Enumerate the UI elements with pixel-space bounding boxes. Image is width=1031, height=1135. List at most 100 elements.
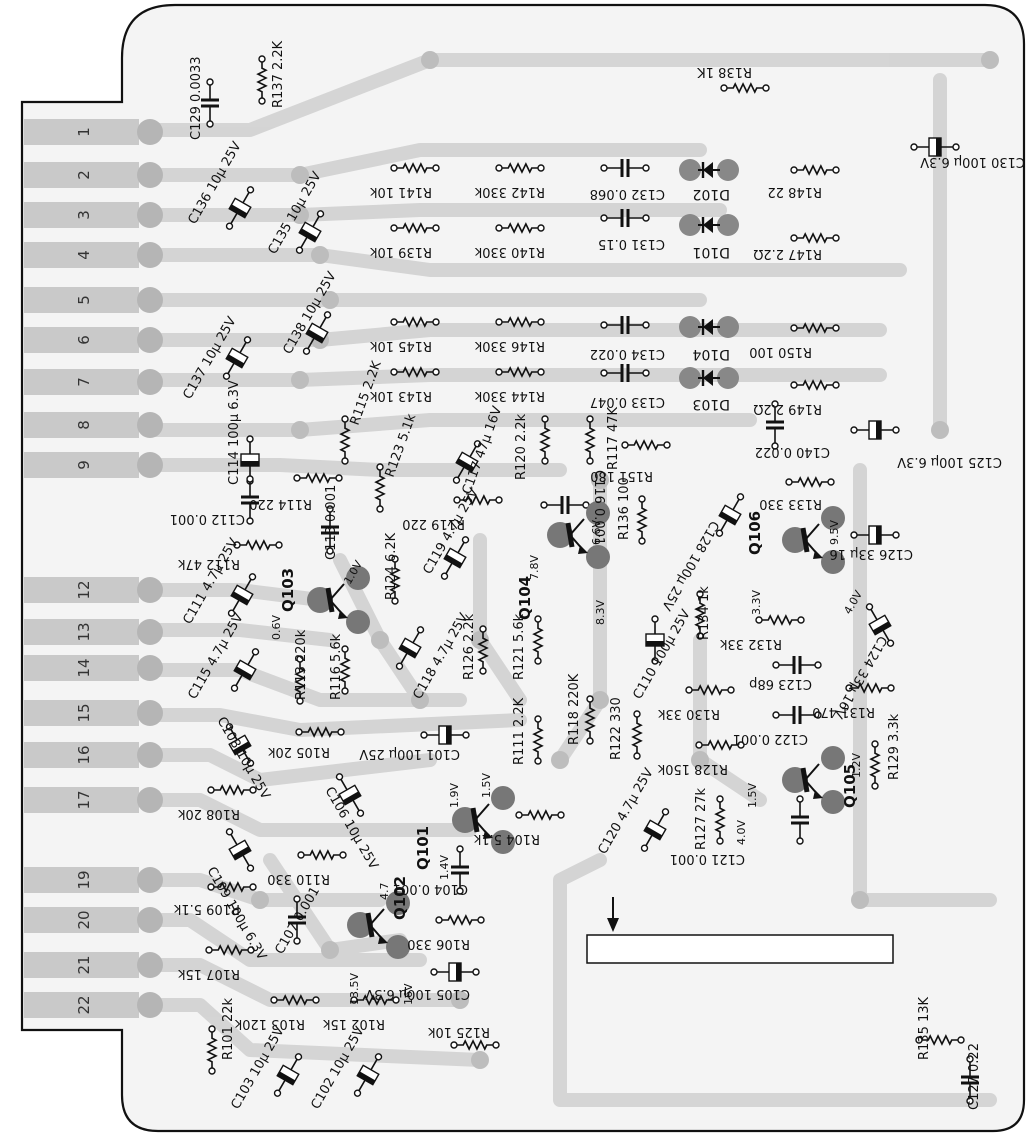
- capacitor-label: C113 0.001: [324, 485, 339, 560]
- capacitor-symbol: [452, 440, 482, 484]
- transistor-label: Q104: [516, 576, 534, 620]
- diode-symbol: [679, 159, 739, 181]
- capacitor-label: C104 0.001: [393, 881, 468, 896]
- resistor-symbol: [495, 316, 545, 328]
- finger-number: 1: [75, 127, 93, 137]
- capacitor-symbol: [295, 210, 325, 254]
- resistor-label: R134 1k: [697, 586, 712, 640]
- capacitor-label: C140 0.022: [755, 444, 830, 459]
- resistor-label: R129 3.3k: [887, 713, 902, 780]
- pad: [311, 246, 329, 264]
- finger: 12: [24, 577, 163, 603]
- resistor-label: R150 100: [749, 344, 812, 359]
- voltage-label: 1.2V: [850, 753, 863, 778]
- resistor-symbol: [685, 684, 735, 696]
- finger: 5: [24, 287, 163, 313]
- resistor-label: R106 330: [407, 936, 470, 951]
- pad: [551, 751, 569, 769]
- diode-label: D102: [692, 186, 730, 202]
- resistor-symbol: [755, 614, 805, 626]
- diode-label: D103: [692, 396, 730, 412]
- resistor-label: R107 15k: [177, 966, 240, 981]
- resistor-label: R121 5.6k: [512, 613, 527, 680]
- voltage-label: 6.6V: [590, 520, 603, 545]
- indicator-arrow: [607, 897, 619, 932]
- finger-number: 5: [75, 295, 93, 305]
- capacitor-symbol: [225, 723, 255, 767]
- capacitor-symbol: [715, 493, 745, 537]
- finger-number: 22: [75, 995, 93, 1014]
- finger-number: 13: [75, 622, 93, 641]
- capacitor-label: C132 0.068: [590, 186, 665, 201]
- resistor-symbol: [790, 322, 840, 334]
- finger: 4: [24, 242, 163, 268]
- resistor-symbol: [790, 164, 840, 176]
- capacitor-symbol: [321, 505, 339, 555]
- resistor-symbol: [790, 232, 840, 244]
- capacitor-symbol: [222, 336, 252, 380]
- resistor-symbol: [390, 162, 440, 174]
- pad: [291, 206, 309, 224]
- resistor-symbol: [390, 316, 440, 328]
- diode-label: D101: [692, 244, 730, 260]
- capacitor-label: C129 0.0033: [189, 56, 204, 140]
- pad: [931, 421, 949, 439]
- capacitor-label: C114 100µ 6.3V: [227, 380, 242, 485]
- pad: [291, 371, 309, 389]
- capacitor-symbol: [225, 186, 255, 230]
- finger-number: 7: [75, 377, 93, 387]
- resistor-symbol: [694, 590, 706, 640]
- pad: [591, 471, 609, 489]
- resistor-label: R114 220: [249, 496, 312, 511]
- resistor-label: R149 2.2Ω: [753, 401, 822, 416]
- resistor-label: R108 20k: [177, 806, 240, 821]
- components: [201, 55, 979, 1105]
- finger: 2: [24, 162, 163, 188]
- resistor-label: R131 470: [812, 704, 875, 719]
- finger: 21: [24, 952, 163, 978]
- voltage-label: 7.8V: [528, 555, 541, 580]
- capacitor-symbol: [230, 648, 260, 692]
- resistor-symbol: [350, 994, 400, 1006]
- resistor-label: R112 47k: [177, 556, 240, 571]
- diode-symbol: [679, 367, 739, 389]
- resistor-symbol: [205, 944, 255, 956]
- capacitor-label: C134 0.022: [590, 346, 665, 361]
- finger-number: 14: [75, 658, 93, 677]
- resistor-symbol: [790, 379, 840, 391]
- resistor-symbol: [293, 472, 343, 484]
- voltage-label: 16V: [402, 983, 415, 1005]
- resistor-symbol: [845, 682, 895, 694]
- voltage-label: 8.3V: [594, 600, 607, 625]
- capacitor-symbol: [288, 895, 306, 945]
- label-box: [586, 934, 894, 964]
- finger: 20: [24, 907, 163, 933]
- resistor-symbol: [720, 82, 770, 94]
- capacitor-symbol: [227, 573, 257, 617]
- capacitor-symbol: [910, 137, 960, 157]
- finger: 22: [24, 992, 163, 1018]
- transistor-label: Q106: [746, 511, 764, 555]
- finger-number: 12: [75, 580, 93, 599]
- capacitor-symbol: [335, 773, 365, 817]
- resistor-label: R148 22: [767, 184, 822, 199]
- capacitor-label: C121 0.001: [670, 851, 745, 866]
- diode-symbol: [679, 214, 739, 236]
- diode-symbol: [679, 316, 739, 338]
- resistor-symbol: [294, 655, 306, 705]
- resistor-symbol: [584, 695, 596, 745]
- capacitor-symbol: [850, 420, 900, 440]
- voltage-label: 9.5V: [828, 520, 841, 545]
- resistor-label: R104 5.1k: [473, 831, 540, 846]
- resistor-label: R111 2.2K: [512, 697, 527, 765]
- resistor-label: R105 20k: [267, 744, 330, 759]
- finger: 15: [24, 700, 163, 726]
- resistor-label: R151 180: [590, 468, 653, 483]
- resistor-symbol: [495, 222, 545, 234]
- finger-number: 17: [75, 790, 93, 809]
- finger-number: 6: [75, 335, 93, 345]
- finger-number: 16: [75, 745, 93, 764]
- resistor-symbol: [453, 494, 503, 506]
